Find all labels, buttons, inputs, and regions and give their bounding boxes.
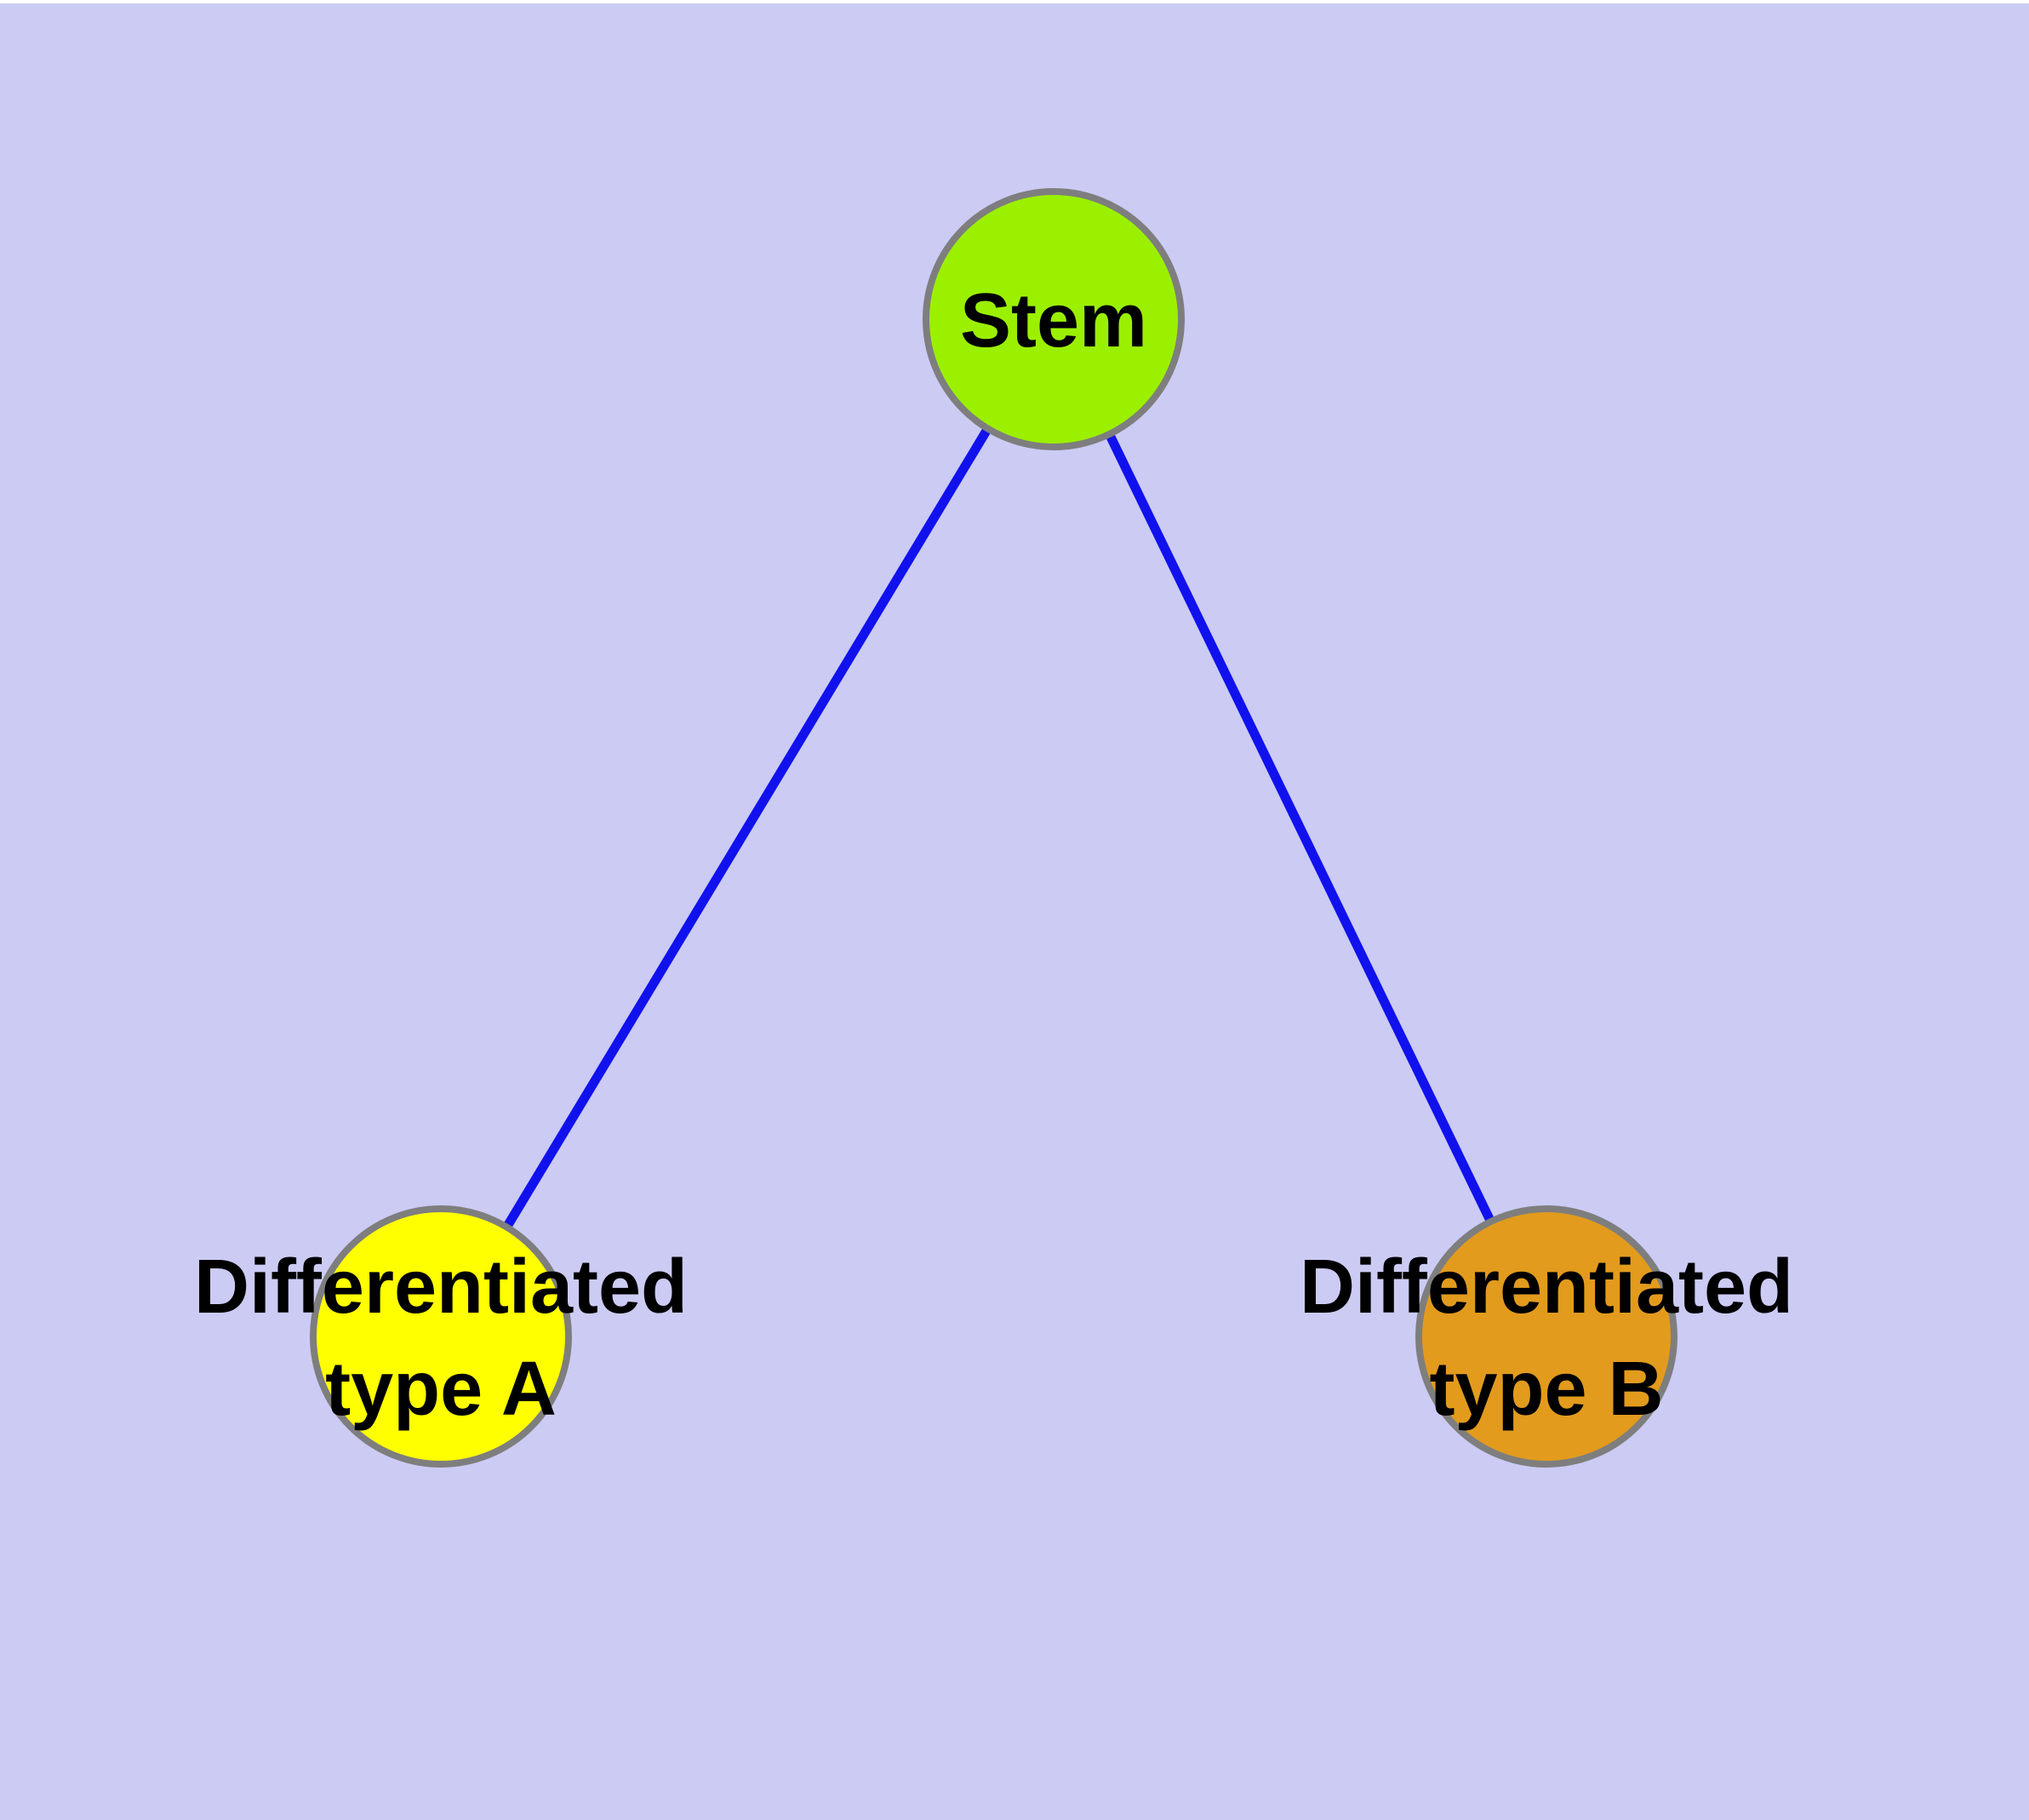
node-type-a-label-line1: Differentiated [194,1245,688,1330]
node-differentiated-type-b [1415,1205,1677,1468]
node-type-b-label-line1: Differentiated [1300,1245,1793,1330]
edge-stem-to-type-a [437,317,1058,1339]
edge-stem-to-type-b [1049,317,1551,1339]
node-type-b-label-line2: type B [1429,1347,1663,1432]
node-stem-label: Stem [960,278,1147,363]
node-type-a-label-line2: type A [325,1347,557,1432]
node-differentiated-type-a [310,1205,572,1468]
node-stem [923,188,1185,450]
